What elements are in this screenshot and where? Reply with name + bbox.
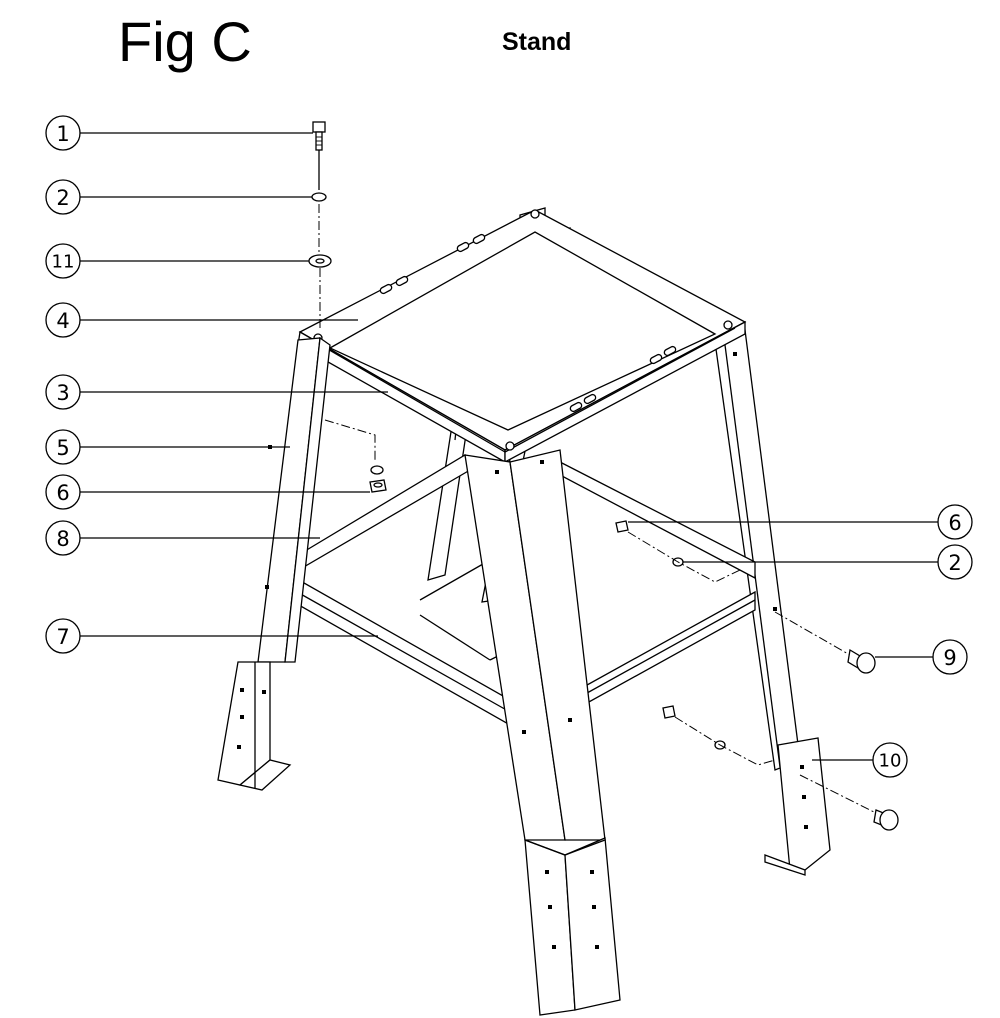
figure-subtitle: Stand: [502, 28, 572, 56]
hardware: [308, 121, 899, 831]
callout-6-label: 6: [56, 481, 69, 505]
callout-10-label: 10: [879, 751, 902, 772]
callout-10: 10: [812, 742, 908, 778]
callout-7: 7: [45, 618, 378, 654]
callout-2-right: 2: [683, 544, 973, 580]
callout-11: 11: [45, 243, 309, 279]
callout-7-label: 7: [56, 625, 69, 649]
callout-6-right: 6: [628, 504, 973, 540]
stand-assembly: [217, 121, 899, 1016]
callout-2-upper: 2: [45, 179, 312, 215]
callout-5: 5: [45, 429, 290, 465]
figure-title: Fig C: [118, 10, 252, 73]
callout-2-label: 2: [56, 186, 69, 210]
callout-6-right-label: 6: [948, 511, 961, 535]
top-frame: [297, 209, 747, 464]
back-right-foot: [764, 737, 831, 876]
leg-hole: [733, 352, 737, 356]
callout-6-left: 6: [45, 474, 370, 510]
front-center-leg: [464, 449, 621, 1016]
hex-nut: [615, 520, 629, 533]
callout-1: 1: [45, 115, 313, 151]
callout-5-label: 5: [56, 436, 69, 460]
callout-3: 3: [45, 374, 388, 410]
callout-4-label: 4: [56, 309, 69, 333]
front-left-leg: [217, 336, 331, 791]
callout-9: 9: [875, 639, 968, 675]
callout-3-label: 3: [56, 381, 69, 405]
callout-8-label: 8: [56, 527, 69, 551]
callout-1-label: 1: [56, 122, 69, 146]
bolt-head: [312, 121, 326, 133]
lock-washer: [311, 192, 327, 202]
callouts: 1 2 11 4 3 5 6: [45, 115, 973, 778]
lower-braces: [289, 454, 756, 727]
callout-8: 8: [45, 520, 320, 556]
callout-9-label: 9: [943, 646, 956, 670]
callout-11-label: 11: [52, 252, 75, 273]
callout-2-right-label: 2: [948, 551, 961, 575]
callout-4: 4: [45, 302, 358, 338]
leg-hole: [773, 607, 777, 611]
